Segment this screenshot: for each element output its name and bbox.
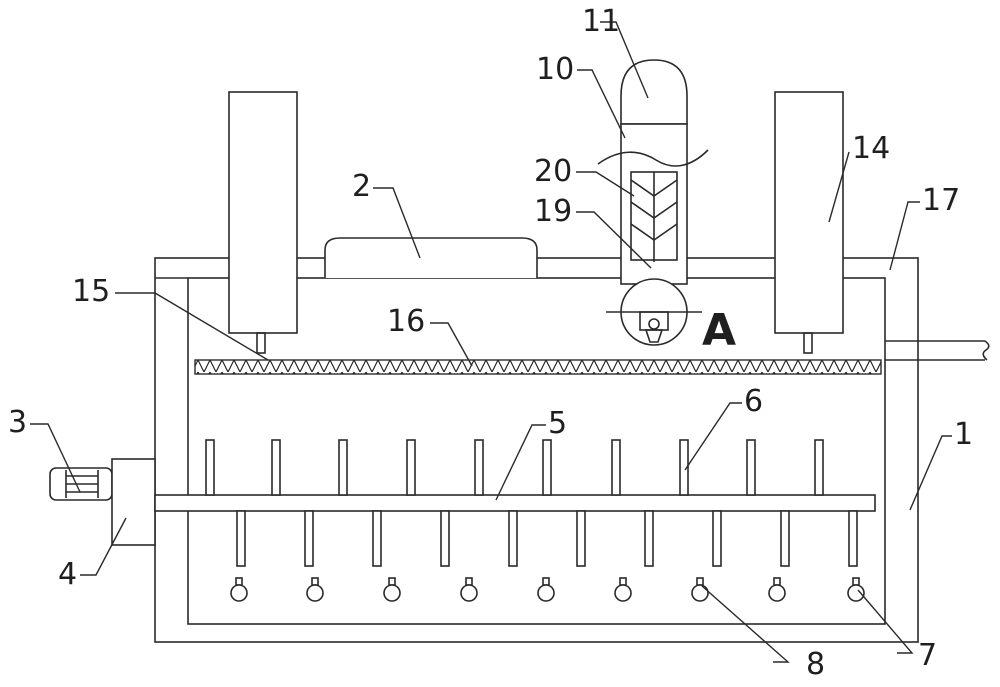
label-10: 10 <box>536 52 574 87</box>
left-column <box>228 91 298 354</box>
blade-upper <box>679 439 689 496</box>
label-7: 7 <box>918 638 937 673</box>
blade-upper <box>814 439 824 496</box>
blade-upper <box>542 439 552 496</box>
label-3: 3 <box>8 405 27 440</box>
stirring-shaft <box>154 494 876 512</box>
label-15: 15 <box>72 274 110 309</box>
blade-lower <box>440 510 450 567</box>
spray-nozzles <box>230 577 865 602</box>
drive-motor <box>49 467 113 501</box>
label-detail-a: A <box>702 305 736 356</box>
nozzle <box>691 577 709 602</box>
blade-upper <box>338 439 348 496</box>
screen-plate <box>194 359 882 375</box>
blade-upper <box>474 439 484 496</box>
lid-top <box>324 237 538 278</box>
outlet-pipe <box>885 340 990 361</box>
blade-lower <box>644 510 654 567</box>
nozzle <box>537 577 555 602</box>
blade-lower <box>576 510 586 567</box>
blade-lower <box>780 510 790 567</box>
label-17: 17 <box>922 183 960 218</box>
nozzle <box>306 577 324 602</box>
label-11: 11 <box>582 4 620 39</box>
blade-upper <box>406 439 416 496</box>
blade-upper <box>611 439 621 496</box>
label-19: 19 <box>534 194 572 229</box>
label-2: 2 <box>352 169 371 204</box>
nozzle <box>460 577 478 602</box>
nozzle <box>614 577 632 602</box>
label-8: 8 <box>806 647 825 682</box>
label-14: 14 <box>852 131 890 166</box>
stirring-blades <box>205 439 858 567</box>
feed-tube <box>597 59 709 285</box>
label-20: 20 <box>534 154 572 189</box>
label-5: 5 <box>548 406 567 441</box>
blade-lower <box>712 510 722 567</box>
right-column <box>774 91 844 354</box>
nozzle <box>847 577 865 602</box>
nozzle <box>768 577 786 602</box>
detail-a-mechanism <box>606 278 702 346</box>
blade-lower <box>304 510 314 567</box>
blade-lower <box>236 510 246 567</box>
part-labels: 2 11 10 20 19 14 17 15 16 A 6 5 1 3 4 8 … <box>8 4 973 682</box>
label-4: 4 <box>58 557 77 592</box>
nozzle <box>230 577 248 602</box>
label-16: 16 <box>387 304 425 339</box>
label-1: 1 <box>954 417 973 452</box>
nozzle <box>383 577 401 602</box>
blade-lower <box>372 510 382 567</box>
leader-lines <box>30 21 952 663</box>
blade-lower <box>508 510 518 567</box>
blade-lower <box>848 510 858 567</box>
label-6: 6 <box>744 384 763 419</box>
blade-upper <box>271 439 281 496</box>
blade-upper <box>205 439 215 496</box>
blade-upper <box>746 439 756 496</box>
